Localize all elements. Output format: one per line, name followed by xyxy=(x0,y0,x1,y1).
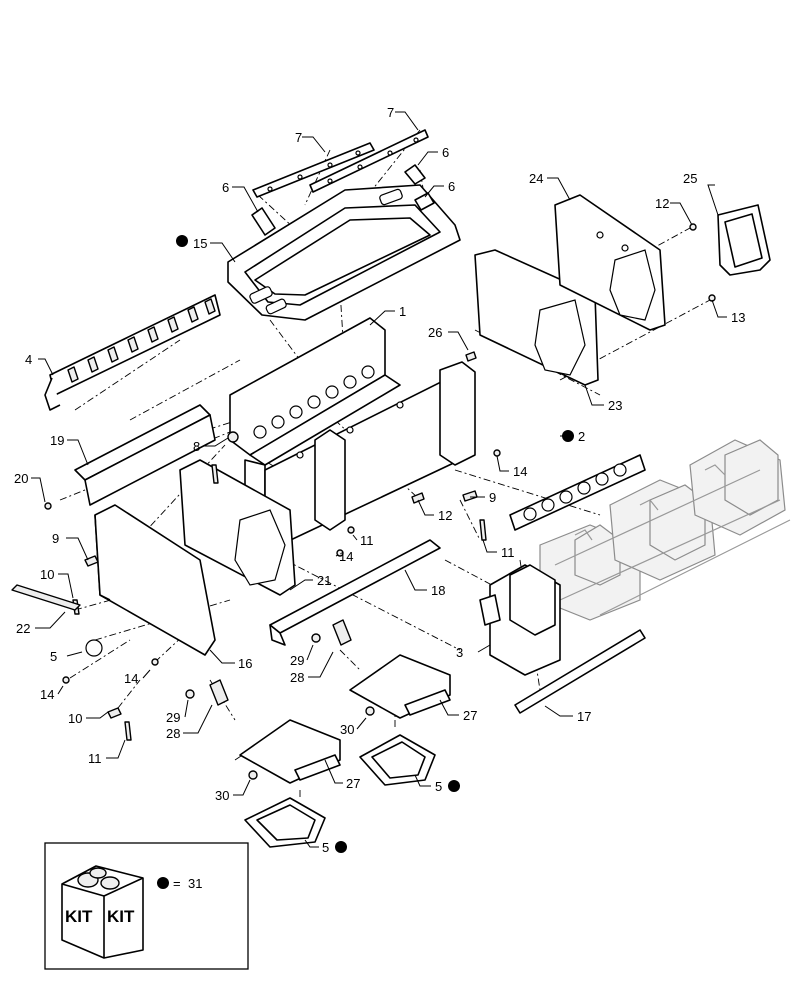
leader-lines xyxy=(31,111,727,848)
background-frame-assembly xyxy=(539,439,791,621)
callout-28b: 28 xyxy=(166,726,180,741)
callout-12b: 11 xyxy=(360,533,374,548)
callout-25: 25 xyxy=(683,171,697,186)
strap-6-mid xyxy=(404,164,426,185)
callout-24: 24 xyxy=(529,171,543,186)
callout-14d: 14 xyxy=(124,671,138,686)
callout-22: 22 xyxy=(16,621,30,636)
side-plate-24 xyxy=(554,194,666,331)
callout-14b: 13 xyxy=(731,310,745,325)
callout-14a: 12 xyxy=(655,196,669,211)
callout-27b: 27 xyxy=(346,776,360,791)
callout-13: 14 xyxy=(339,549,353,564)
kit-dot xyxy=(335,841,347,853)
callout-7b: 7 xyxy=(295,130,302,145)
kit-legend: KIT KIT = 31 xyxy=(44,842,249,970)
callout-15: 15 xyxy=(193,236,207,251)
callout-21: 21 xyxy=(317,573,331,588)
gasket-5-left xyxy=(244,797,326,848)
channel-bar xyxy=(269,539,441,646)
callout-labels: 7 7 6 6 6 15 24 25 12 13 1 26 4 23 2 19 … xyxy=(14,105,745,855)
gasket-25 xyxy=(717,204,771,276)
callout-11b: 11 xyxy=(501,545,515,560)
kit-equals: = xyxy=(173,876,181,891)
gasket-5-right xyxy=(359,734,436,786)
angle-strip xyxy=(74,404,216,506)
callout-5b: 5 xyxy=(322,840,329,855)
callout-11a: 10 xyxy=(40,567,54,582)
callout-6a: 6 xyxy=(442,145,449,160)
side-panel-20 xyxy=(94,504,216,656)
callout-2: 2 xyxy=(578,429,585,444)
callout-16: 17 xyxy=(577,709,591,724)
side-panel-21 xyxy=(179,459,296,596)
main-frame xyxy=(229,317,476,546)
callout-28a: 28 xyxy=(290,670,304,685)
hardware xyxy=(11,223,716,780)
angle-bar-16 xyxy=(514,629,646,714)
callout-27a: 27 xyxy=(463,708,477,723)
callout-6c: 6 xyxy=(448,179,455,194)
callout-4: 4 xyxy=(25,352,32,367)
callout-14e: 14 xyxy=(40,687,54,702)
strip-7-right xyxy=(309,129,429,193)
strip-7-left xyxy=(252,142,375,198)
callout-8: 5 xyxy=(50,649,57,664)
clip-row xyxy=(44,294,221,411)
callout-30a: 30 xyxy=(340,722,354,737)
callout-10a: 9 xyxy=(52,531,59,546)
top-cover-tray xyxy=(227,184,461,321)
cover-27-lower xyxy=(239,719,341,784)
callout-10b: 10 xyxy=(68,711,82,726)
callout-5a: 5 xyxy=(435,779,442,794)
callout-18: 20 xyxy=(14,471,28,486)
kit-dot xyxy=(157,877,169,889)
kit-number: 31 xyxy=(188,876,202,891)
callout-3: 3 xyxy=(456,645,463,660)
kit-dot xyxy=(176,235,188,247)
strap-6-right xyxy=(414,192,435,211)
callout-9a: 8 xyxy=(193,439,200,454)
strap-6-left xyxy=(251,207,276,236)
kit-dot xyxy=(562,430,574,442)
callout-9b: 9 xyxy=(489,490,496,505)
kit-word-left: KIT xyxy=(65,907,93,926)
callout-17: 19 xyxy=(50,433,64,448)
callout-6b: 6 xyxy=(222,180,229,195)
hole-plate-2 xyxy=(509,454,646,531)
callout-14c: 14 xyxy=(513,464,527,479)
callout-11c: 11 xyxy=(88,751,102,766)
callout-1: 1 xyxy=(399,304,406,319)
kit-word-right: KIT xyxy=(107,907,135,926)
callout-19: 18 xyxy=(431,583,445,598)
kit-dot xyxy=(448,780,460,792)
callout-26: 26 xyxy=(428,325,442,340)
callout-30b: 30 xyxy=(215,788,229,803)
callout-29b: 29 xyxy=(166,710,180,725)
cover-27-upper xyxy=(349,654,451,719)
callout-20: 16 xyxy=(238,656,252,671)
callout-29a: 29 xyxy=(290,653,304,668)
callout-23: 23 xyxy=(608,398,622,413)
callout-12a: 12 xyxy=(438,508,452,523)
bracket-housing-3 xyxy=(479,564,561,676)
callout-7a: 7 xyxy=(387,105,394,120)
